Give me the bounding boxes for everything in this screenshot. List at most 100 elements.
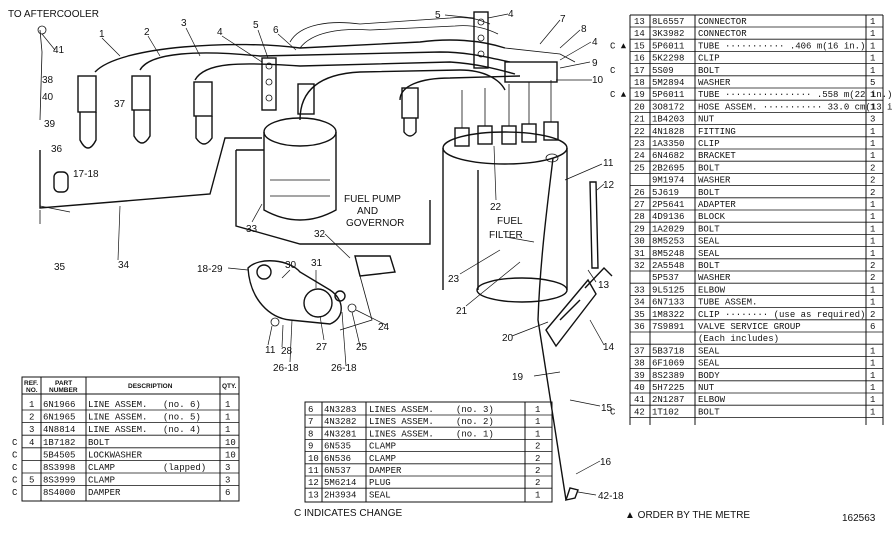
- description: SEAL: [698, 346, 720, 356]
- quantity: 2: [870, 310, 875, 320]
- part-number: 1A3350: [652, 139, 684, 149]
- description: ELBOW: [698, 285, 726, 295]
- ref-number: 11: [308, 466, 319, 476]
- part-number: 5M6214: [324, 478, 356, 488]
- part-number: 2H3934: [324, 490, 356, 500]
- quantity: 1: [535, 405, 540, 415]
- callout-11: 11: [603, 158, 614, 169]
- callout-42-18: 42-18: [598, 491, 624, 502]
- part-number: 2N1287: [652, 395, 684, 405]
- part-number: 4D9136: [652, 212, 684, 222]
- label-fuel: FUEL: [497, 216, 523, 227]
- part-number: 1A2029: [652, 224, 684, 234]
- quantity: 1: [870, 54, 875, 64]
- description: BRACKET: [698, 151, 736, 161]
- governor-housing: [235, 117, 431, 245]
- header-qty: QTY.: [222, 383, 237, 390]
- ref-number: 19: [634, 90, 645, 100]
- quantity: 6: [870, 322, 875, 332]
- callout-30: 30: [285, 260, 297, 271]
- part-number: 6N537: [324, 466, 351, 476]
- callout-18-29: 18-29: [197, 264, 223, 275]
- part-number: 8M5253: [652, 237, 684, 247]
- callout-12: 12: [603, 180, 615, 191]
- description: FITTING: [698, 127, 736, 137]
- quantity: 1: [535, 417, 540, 427]
- header-description: DESCRIPTION: [128, 383, 173, 390]
- quantity: 1: [870, 151, 875, 161]
- quantity: 1: [535, 490, 540, 500]
- ref-number: 4: [29, 438, 34, 448]
- ref-number: 14: [634, 29, 645, 39]
- ref-number: 3: [29, 425, 34, 435]
- ref-number: 15: [634, 41, 645, 51]
- ref-number: 16: [634, 54, 645, 64]
- header-number: NUMBER: [49, 387, 78, 394]
- change-mark: C: [12, 476, 18, 486]
- quantity: 1: [870, 29, 875, 39]
- to-aftercooler-label: TO AFTERCOOLER: [8, 9, 99, 20]
- description: CLIP: [698, 54, 720, 64]
- ref-number: 2: [29, 413, 34, 423]
- change-mark: C: [12, 463, 18, 473]
- callout-17-18: 17-18: [73, 169, 99, 180]
- description: LINES ASSEM.: [369, 405, 434, 415]
- injector-nozzles: [77, 75, 419, 149]
- description: SEAL: [698, 359, 720, 369]
- quantity: 2: [870, 261, 875, 271]
- quantity: 1: [870, 90, 875, 100]
- callout-26-18a: 26-18: [331, 363, 357, 374]
- quantity: 1: [870, 383, 875, 393]
- change-mark: C ▲: [610, 41, 627, 51]
- ref-number: 13: [308, 490, 319, 500]
- quantity: 2: [870, 273, 875, 283]
- quantity: 2: [870, 188, 875, 198]
- description-note: (no. 6): [163, 400, 201, 410]
- part-number: 9M1974: [652, 176, 684, 186]
- header-ref: REF.: [24, 380, 38, 387]
- quantity: 3: [225, 463, 230, 473]
- description: SEAL: [698, 249, 720, 259]
- part-number: 2A5548: [652, 261, 684, 271]
- quantity: 5: [870, 78, 875, 88]
- quantity: 10: [225, 450, 236, 460]
- callout-27: 27: [316, 342, 328, 353]
- description: WASHER: [698, 273, 731, 283]
- fuel-filter: [442, 80, 568, 303]
- description-note: (no. 2): [456, 417, 494, 427]
- callout-39: 39: [44, 119, 56, 130]
- quantity: 1: [870, 395, 875, 405]
- part-number: 2P5641: [652, 200, 684, 210]
- label-fuel-pump: FUEL PUMP: [344, 194, 401, 205]
- description: CLAMP: [369, 442, 396, 452]
- part-number: 5P6011: [652, 41, 684, 51]
- ref-number: 8: [308, 429, 313, 439]
- callout-1: 1: [99, 29, 105, 40]
- ref-number: 41: [634, 395, 645, 405]
- illustration-labels: TO AFTERCOOLER FUEL PUMP AND GOVERNOR FU…: [8, 9, 624, 502]
- part-number: 1B4203: [652, 115, 684, 125]
- part-number: 1B7182: [43, 438, 75, 448]
- part-number: 4N3283: [324, 405, 356, 415]
- part-number: 6N7133: [652, 298, 684, 308]
- ref-number: 32: [634, 261, 645, 271]
- description: DAMPER: [369, 466, 402, 476]
- quantity: 1: [870, 41, 875, 51]
- description: LOCKWASHER: [88, 450, 143, 460]
- description: TUBE ASSEM.: [698, 298, 757, 308]
- line-clamp-right: [473, 11, 489, 69]
- description: CLAMP: [88, 476, 115, 486]
- description: ADAPTER: [698, 200, 736, 210]
- callout-15: 15: [601, 403, 613, 414]
- part-number: 8S3999: [43, 476, 75, 486]
- quantity: 1: [870, 102, 875, 112]
- figure-number: 162563: [842, 513, 876, 524]
- part-number: 5P537: [652, 273, 679, 283]
- label-filter: FILTER: [489, 230, 523, 241]
- quantity: 1: [225, 425, 230, 435]
- description: SEAL: [369, 490, 391, 500]
- quantity: 1: [870, 224, 875, 234]
- callout-5: 5: [253, 20, 259, 31]
- description: TUBE ··········· .406 m(16 in.): [698, 41, 865, 51]
